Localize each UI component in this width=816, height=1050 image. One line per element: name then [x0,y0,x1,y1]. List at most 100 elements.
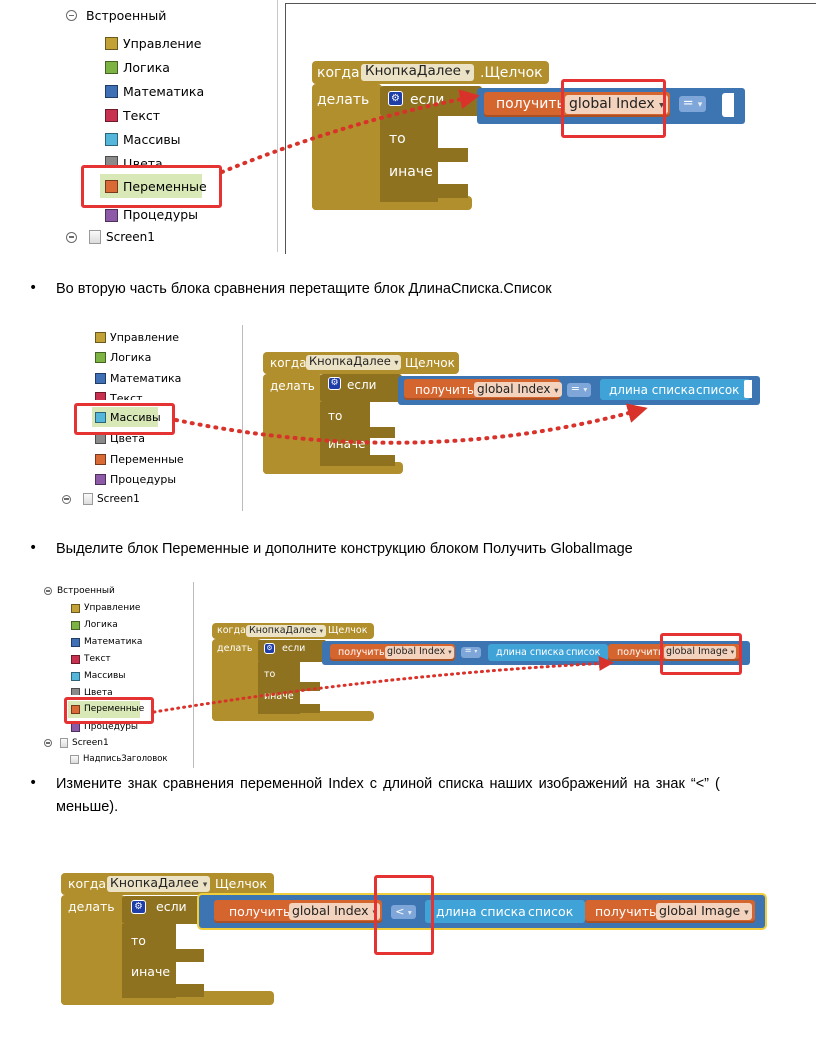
lists-swatch-icon [105,133,118,146]
palette-item-logic[interactable]: Логика [95,351,151,364]
collapse-icon[interactable] [66,10,77,21]
else-label: иначе [131,964,171,979]
selected-item-highlight [92,407,158,427]
then-label: то [264,669,276,680]
palette-item-variables[interactable]: Переменные [95,453,184,466]
list-length-block[interactable] [488,644,608,661]
palette-item-math[interactable]: Математика [95,372,181,385]
event-label: .Щелчок [480,65,543,81]
palette-item-control[interactable]: Управление [105,36,201,51]
collapse-icon[interactable] [44,739,52,747]
bullet: • [29,540,38,556]
palette-item-lists[interactable]: Массивы [105,132,181,147]
palette-item-label: Логика [84,620,118,630]
tree-builtin[interactable]: Встроенный [44,586,115,596]
drag-arrow-2 [174,403,648,445]
palette-item-label: Массивы [110,411,161,424]
collapse-icon[interactable] [44,587,52,595]
do-label: делать [68,899,115,914]
tree-screen1[interactable]: Screen1 [62,493,140,505]
palette-item-label: Массивы [84,671,126,681]
palette-item-label: Управление [110,331,180,344]
palette-item-logic[interactable]: Логика [71,620,118,630]
step-2-text: Во вторую часть блока сравнения перетащи… [56,281,552,297]
palette-item-label: Логика [110,351,152,364]
operator-dropdown[interactable]: = ▾ [461,647,481,658]
variables-swatch-icon [105,180,118,193]
get-label: получить [229,904,291,919]
palette-item-variables[interactable]: Переменные [105,179,207,194]
palette-item-label: Математика [110,372,182,385]
gear-icon[interactable]: ⚙ [264,643,275,654]
palette-item-lists[interactable]: Массивы [71,671,125,681]
tree-builtin[interactable]: Встроенный [66,8,166,23]
palette-item-procedures[interactable]: Процедуры [105,207,198,222]
image-variable-dropdown[interactable]: global Image ▾ [664,646,737,659]
palette-item-label: Управление [84,603,141,613]
palette-item-control[interactable]: Управление [71,603,140,613]
collapse-icon[interactable] [62,494,71,504]
palette-item-procedures[interactable]: Процедуры [95,473,176,486]
palette-item-text[interactable]: Текст [95,392,143,400]
operator-dropdown[interactable]: = ▾ [679,96,706,112]
list-param-label: список [566,647,601,658]
palette-item-label: Математика [84,637,143,647]
palette-item-label: Процедуры [84,722,139,732]
bullet: • [29,280,38,296]
component-dropdown[interactable]: КнопкаДалее ▾ [361,64,475,81]
operator-dropdown[interactable]: < ▾ [391,905,416,919]
math-swatch-icon [71,637,80,647]
get-label: получить [415,383,474,397]
component-dropdown[interactable]: КнопкаДалее ▾ [246,625,326,637]
variable-dropdown[interactable]: global Index ▾ [289,903,380,920]
list-length-block[interactable] [425,900,585,923]
variables-highlight-box [81,165,222,208]
palette-item-math[interactable]: Математика [105,84,204,99]
palette-item-math[interactable]: Математика [71,637,142,647]
palette-item-text[interactable]: Текст [71,654,111,664]
image-variable-dropdown[interactable]: global Image ▾ [656,903,752,920]
then-label: то [389,131,406,147]
gear-icon[interactable]: ⚙ [388,91,403,106]
collapse-icon[interactable] [66,231,77,243]
palette-item-colors[interactable]: Цвета [105,156,163,166]
palette-item-label: Логика [123,60,170,75]
tree-builtin-label: Встроенный [57,586,115,596]
math-swatch-icon [105,85,118,98]
palette-item-label: Текст [123,108,161,123]
tree-screen1[interactable]: Screen1 [44,738,109,748]
operator-dropdown[interactable]: = ▾ [567,383,591,397]
if-label: если [410,92,445,108]
event-label: Щелчок [215,876,267,891]
component-dropdown[interactable]: КнопкаДалее ▾ [107,876,211,892]
palette-item-colors[interactable]: Цвета [71,688,113,695]
gear-icon[interactable]: ⚙ [131,900,146,914]
palette-item-control[interactable]: Управление [95,331,179,344]
then-label: то [328,409,343,423]
gear-icon[interactable]: ⚙ [328,377,341,390]
control-swatch-icon [71,603,80,613]
list-length-block[interactable] [600,379,750,400]
variable-dropdown[interactable]: global Index ▾ [565,95,669,114]
tree-builtin-label: Встроенный [86,8,167,23]
palette-item-label: Процедуры [123,207,199,222]
screen-icon [83,493,93,505]
variable-dropdown[interactable]: global Index ▾ [385,646,454,659]
palette-item-variables[interactable]: Переменные [71,704,144,714]
palette-item-logic[interactable]: Логика [105,60,170,75]
empty-socket [722,93,734,117]
tree-label-component[interactable]: НадписьЗаголовок [70,754,168,764]
component-dropdown[interactable]: КнопкаДалее ▾ [306,355,402,370]
then-label: то [131,933,146,948]
lists-highlight-box [74,403,175,435]
tree-screen1-label: Screen1 [97,493,140,505]
palette-item-text[interactable]: Текст [105,108,160,123]
tree-screen1[interactable]: Screen1 [66,230,155,244]
label-component-icon [70,754,79,764]
control-swatch-icon [95,332,106,343]
palette-item-label: Текст [110,392,143,400]
variable-dropdown[interactable]: global Index ▾ [474,382,562,397]
colors-swatch-icon [105,156,118,166]
logic-swatch-icon [95,352,106,363]
palette-item-lists[interactable]: Массивы [95,411,161,424]
